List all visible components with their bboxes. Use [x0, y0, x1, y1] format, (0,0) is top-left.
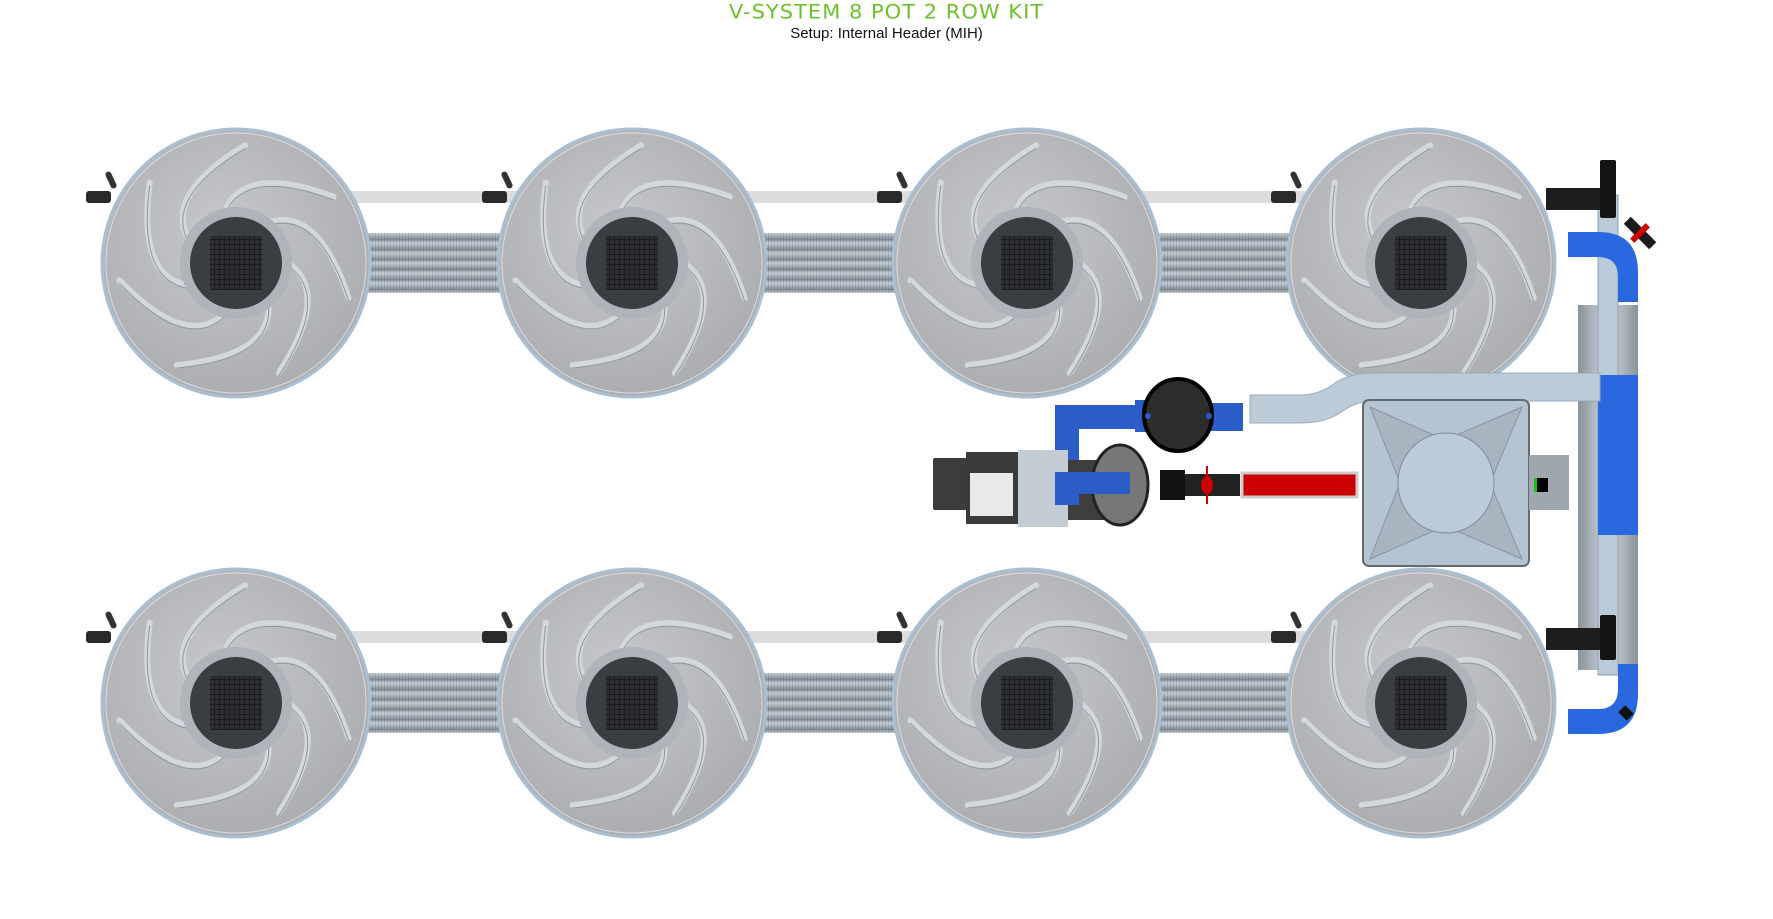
page-subtitle: Setup: Internal Header (MIH) [790, 25, 983, 42]
drip-fitting [482, 631, 507, 643]
net-pot-grid [1001, 236, 1053, 290]
pot[interactable] [891, 567, 1163, 839]
drip-stake [105, 171, 117, 189]
swirl-vane [512, 717, 624, 769]
swirl-vane [512, 277, 624, 329]
ribbed-pipe [752, 233, 907, 293]
swirl-vane [907, 717, 1019, 769]
swirl-vane [1012, 180, 1128, 216]
net-pot-grid [1395, 676, 1447, 730]
bottom-tee-fitting [1600, 615, 1616, 660]
swirl-vane [1301, 717, 1413, 769]
swirl-vane [617, 620, 733, 656]
manifold [1546, 160, 1660, 734]
net-pot-grid [606, 676, 658, 730]
net-pot-grid [1395, 236, 1447, 290]
swirl-vane [265, 217, 352, 302]
swirl-vane [907, 277, 1019, 329]
swirl-vane [575, 582, 645, 684]
swirl-vane [970, 582, 1040, 684]
swirl-vane [1406, 620, 1522, 656]
ribbed-pipe [1147, 673, 1301, 733]
drip-stake [1290, 171, 1302, 189]
drain-cap [1618, 705, 1634, 721]
top-tee-branch [1546, 188, 1600, 210]
reservoir-lid[interactable] [1397, 432, 1495, 534]
pots [100, 127, 1557, 839]
drip-fitting [86, 191, 111, 203]
bottom-blue-elbow [1568, 664, 1638, 734]
swirl-vane [221, 180, 337, 216]
drip-fitting [877, 631, 902, 643]
net-pot-grid [606, 236, 658, 290]
swirl-vane [265, 657, 352, 742]
drip-stake [501, 171, 513, 189]
swirl-vane [1012, 620, 1128, 656]
drip-stake [896, 171, 908, 189]
top-tee-fitting [1600, 160, 1616, 218]
drip-fitting [482, 191, 507, 203]
swirl-vane [179, 582, 249, 684]
swirl-vane [179, 142, 249, 244]
swirl-vane [1406, 180, 1522, 216]
pot[interactable] [100, 567, 372, 839]
drip-fitting [1271, 631, 1296, 643]
swirl-vane [1364, 582, 1434, 684]
drip-fitting [1271, 191, 1296, 203]
ribbed-pipe [1147, 233, 1301, 293]
swirl-vane [1056, 657, 1143, 742]
swirl-vane [1450, 217, 1537, 302]
drip-fitting [86, 631, 111, 643]
swirl-vane [1450, 657, 1537, 742]
return-pipe [1249, 372, 1601, 424]
swirl-vane [1364, 142, 1434, 244]
swirl-vane [617, 180, 733, 216]
swirl-vane [221, 620, 337, 656]
swirl-vane [970, 142, 1040, 244]
pot[interactable] [1285, 567, 1557, 839]
net-pot-grid [1001, 676, 1053, 730]
swirl-vane [1301, 277, 1413, 329]
swirl-vane [116, 277, 228, 329]
bottom-tee-branch [1546, 628, 1600, 650]
blue-tee [1598, 375, 1638, 535]
drip-stake [1290, 611, 1302, 629]
net-pot-grid [210, 676, 262, 730]
swirl-vane [661, 657, 748, 742]
swirl-vane [575, 142, 645, 244]
pot[interactable] [891, 127, 1163, 399]
swirl-vane [116, 717, 228, 769]
swirl-vane [1056, 217, 1143, 302]
pump-motor [933, 458, 975, 510]
top-blue-elbow [1568, 232, 1638, 302]
connecting-tubes [86, 171, 1321, 733]
red-drain-valve[interactable] [1619, 212, 1660, 253]
drip-stake [896, 611, 908, 629]
pot[interactable] [100, 127, 372, 399]
page-title: V-SYSTEM 8 POT 2 ROW KIT [728, 0, 1045, 24]
drip-stake [501, 611, 513, 629]
pot[interactable] [496, 567, 768, 839]
red-feed-pipe [1240, 471, 1359, 499]
pot[interactable] [496, 127, 768, 399]
ribbed-pipe [356, 673, 512, 733]
pump-line [933, 377, 1359, 527]
ribbed-pipe [752, 673, 907, 733]
drip-fitting [877, 191, 902, 203]
pot[interactable] [1285, 127, 1557, 399]
pump-label [970, 473, 1013, 516]
swirl-vane [661, 217, 748, 302]
filter-canister[interactable] [1142, 377, 1214, 453]
net-pot-grid [210, 236, 262, 290]
drip-stake [105, 611, 117, 629]
ribbed-pipe [356, 233, 512, 293]
reservoir [1362, 399, 1569, 567]
